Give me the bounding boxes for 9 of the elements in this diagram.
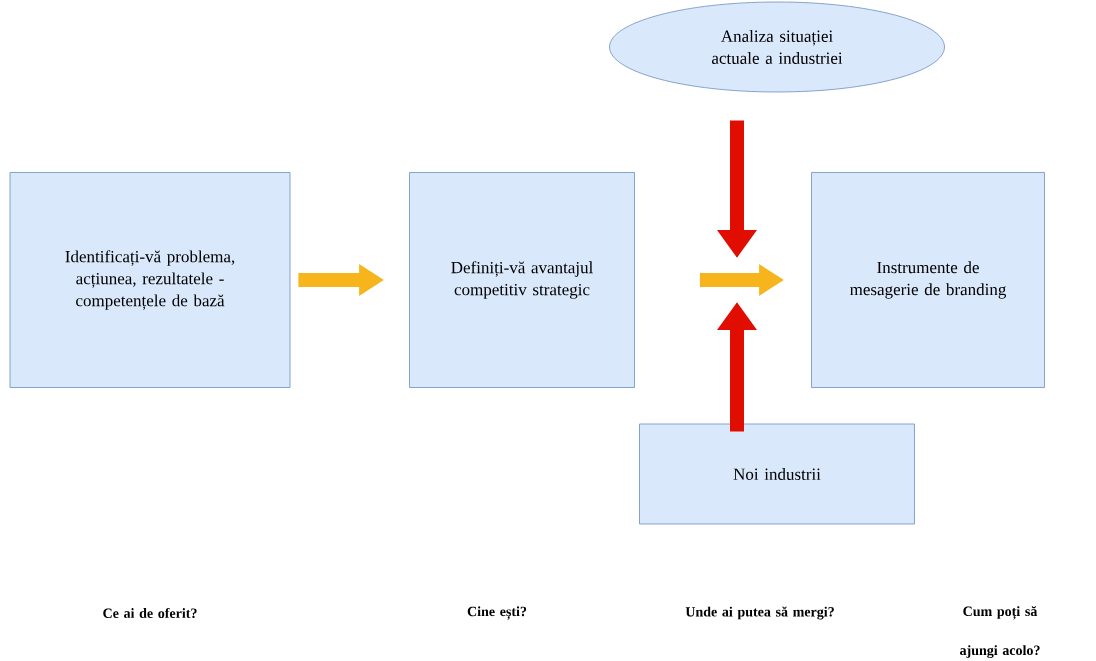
ellipse-node: Analiza situației actuale a industriei — [609, 1, 945, 93]
column-caption: Cine ești? — [467, 606, 527, 620]
process-box: Identificați-vă problema, acțiunea, rezultatele - competențele de bază — [9, 172, 291, 388]
column-caption: Unde ai putea să mergi? — [685, 606, 834, 620]
column-caption: Ce ai de oferit? — [103, 607, 197, 619]
process-box: Instrumente de mesagerie de branding — [811, 172, 1045, 388]
column-caption: Cum poți să ajungi acolo? — [960, 606, 1040, 658]
process-box: Noi industrii — [639, 423, 915, 525]
process-box: Definiți-vă avantajul competitiv strategic — [409, 172, 635, 388]
